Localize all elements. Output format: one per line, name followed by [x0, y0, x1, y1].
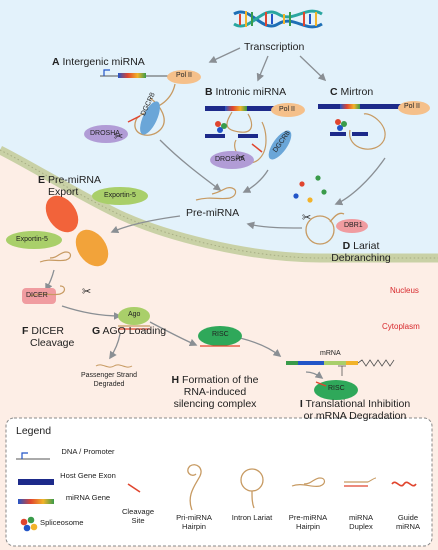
- mrna-target: [286, 359, 395, 376]
- step-d-label-2: Debranching: [331, 252, 391, 264]
- host-exon-icon: [18, 479, 54, 485]
- dicer-complex: [22, 285, 66, 304]
- pol2-a-label: Pol II: [176, 72, 192, 79]
- dgcr8-a: [140, 101, 160, 135]
- intron-lariat-icon: [240, 468, 264, 509]
- passenger-strand: [95, 364, 133, 368]
- nuclear-pore-bottom: [75, 229, 109, 267]
- dna-promoter-icon: [16, 452, 50, 460]
- ago-loading: [118, 307, 150, 330]
- dna-helix-icon: [233, 9, 323, 29]
- ago-label: Ago: [128, 311, 141, 318]
- pre-mirna-label: Pre-miRNA: [186, 207, 240, 219]
- exportin-cytoplasm-label: Exportin-5: [16, 236, 48, 243]
- legend-cleavage-label: Cleavage Site: [121, 507, 155, 525]
- drosha-a-label: DROSHA: [90, 130, 120, 137]
- nucleus-arrows: [110, 139, 386, 234]
- cytoplasm-region-label: Cytoplasm: [382, 322, 420, 331]
- degraded-label: Degraded: [93, 381, 125, 388]
- step-b-label: B Intronic miRNA: [205, 86, 287, 98]
- pre-mirna-icon: [291, 477, 326, 488]
- legend-dna-label: DNA / Promoter: [61, 447, 115, 456]
- legend-lariat-label: Intron Lariat: [231, 513, 273, 522]
- transcription-arrows: [208, 47, 327, 82]
- step-f-label-2: Cleavage: [30, 337, 75, 349]
- scissors-icon-b: ✂: [236, 152, 246, 164]
- intronic-gene: [205, 103, 305, 164]
- nuclear-pore-top: [45, 195, 79, 233]
- spliceosome-icon: [20, 516, 38, 532]
- mrna-label: mRNA: [320, 350, 341, 357]
- dicer-label: DICER: [26, 292, 48, 299]
- exportin-nucleus-label: Exportin-5: [104, 192, 136, 199]
- pol2-b-label: Pol II: [279, 106, 295, 113]
- cleavage-a: [127, 115, 141, 123]
- cleavage-b: [251, 143, 263, 153]
- legend-pri-label: Pri-miRNA Hairpin: [176, 513, 212, 531]
- step-h-label-2: RNA-induced: [183, 386, 247, 398]
- risc-h: [198, 326, 242, 346]
- mirna-gene-icon: [18, 499, 54, 504]
- legend-spliceosome-label: Spliceosome: [40, 518, 84, 527]
- cleavage-site-icon: [127, 483, 141, 493]
- scissors-icon-f: ✂: [82, 286, 92, 298]
- step-h-label-3: silencing complex: [173, 398, 257, 410]
- step-f-label: F DICER: [22, 325, 65, 337]
- legend-pre-label: Pre-miRNA Hairpin: [288, 513, 328, 531]
- mirtron-gene: [318, 101, 430, 150]
- dbr1-label: DBR1: [344, 222, 363, 229]
- legend-mirna-gene-label: miRNA Gene: [65, 493, 111, 502]
- nucleus-region-label: Nucleus: [390, 286, 419, 295]
- step-i-label: I Translational Inhibition: [299, 398, 411, 410]
- legend-host-label: Host Gene Exon: [60, 471, 116, 480]
- passenger-label: Passenger Strand: [80, 372, 138, 379]
- exportin-cytoplasm: [6, 231, 62, 249]
- membrane-texture: [0, 149, 438, 259]
- step-h-label: H Formation of the: [171, 374, 259, 386]
- dgcr8-b: [268, 130, 292, 160]
- step-e-label-2: Export: [48, 186, 79, 198]
- guide-mirna-icon: [391, 481, 417, 487]
- pol2-a: [167, 70, 201, 84]
- risc-i-label: RISC: [328, 385, 345, 392]
- step-g-label: G AGO Loading: [92, 325, 167, 337]
- pre-mirna-cytoplasm: [39, 251, 72, 263]
- legend-title: Legend: [16, 425, 52, 437]
- drosha-a: [84, 125, 128, 143]
- mirna-duplex-icon: [344, 477, 377, 487]
- pri-mirna-icon: [187, 464, 202, 511]
- legend-guide-label: Guide miRNA: [395, 513, 421, 531]
- lariat-debranching: [293, 175, 368, 245]
- scissors-icon-d: ✂: [302, 212, 312, 224]
- legend-box: [5, 417, 433, 547]
- drosha-b: [210, 151, 254, 169]
- drosha-b-label: DROSHA: [215, 156, 245, 163]
- risc-h-label: RISC: [212, 331, 229, 338]
- pre-mirna-nucleus: [195, 187, 237, 201]
- exportin-nucleus: [92, 187, 148, 205]
- transcription-label: Transcription: [244, 41, 305, 53]
- pol2-c-label: Pol II: [404, 103, 420, 110]
- step-c-label: C Mirtron: [330, 86, 374, 98]
- step-d-label: D Lariat: [342, 240, 380, 252]
- step-a-label: A Intergenic miRNA: [52, 56, 145, 68]
- scissors-icon-a: ✂: [114, 131, 124, 143]
- legend-duplex-label: miRNA Duplex: [348, 513, 374, 531]
- step-i-label-2: or mRNA Degradation: [303, 410, 407, 422]
- step-e-label: E Pre-miRNA: [38, 174, 102, 186]
